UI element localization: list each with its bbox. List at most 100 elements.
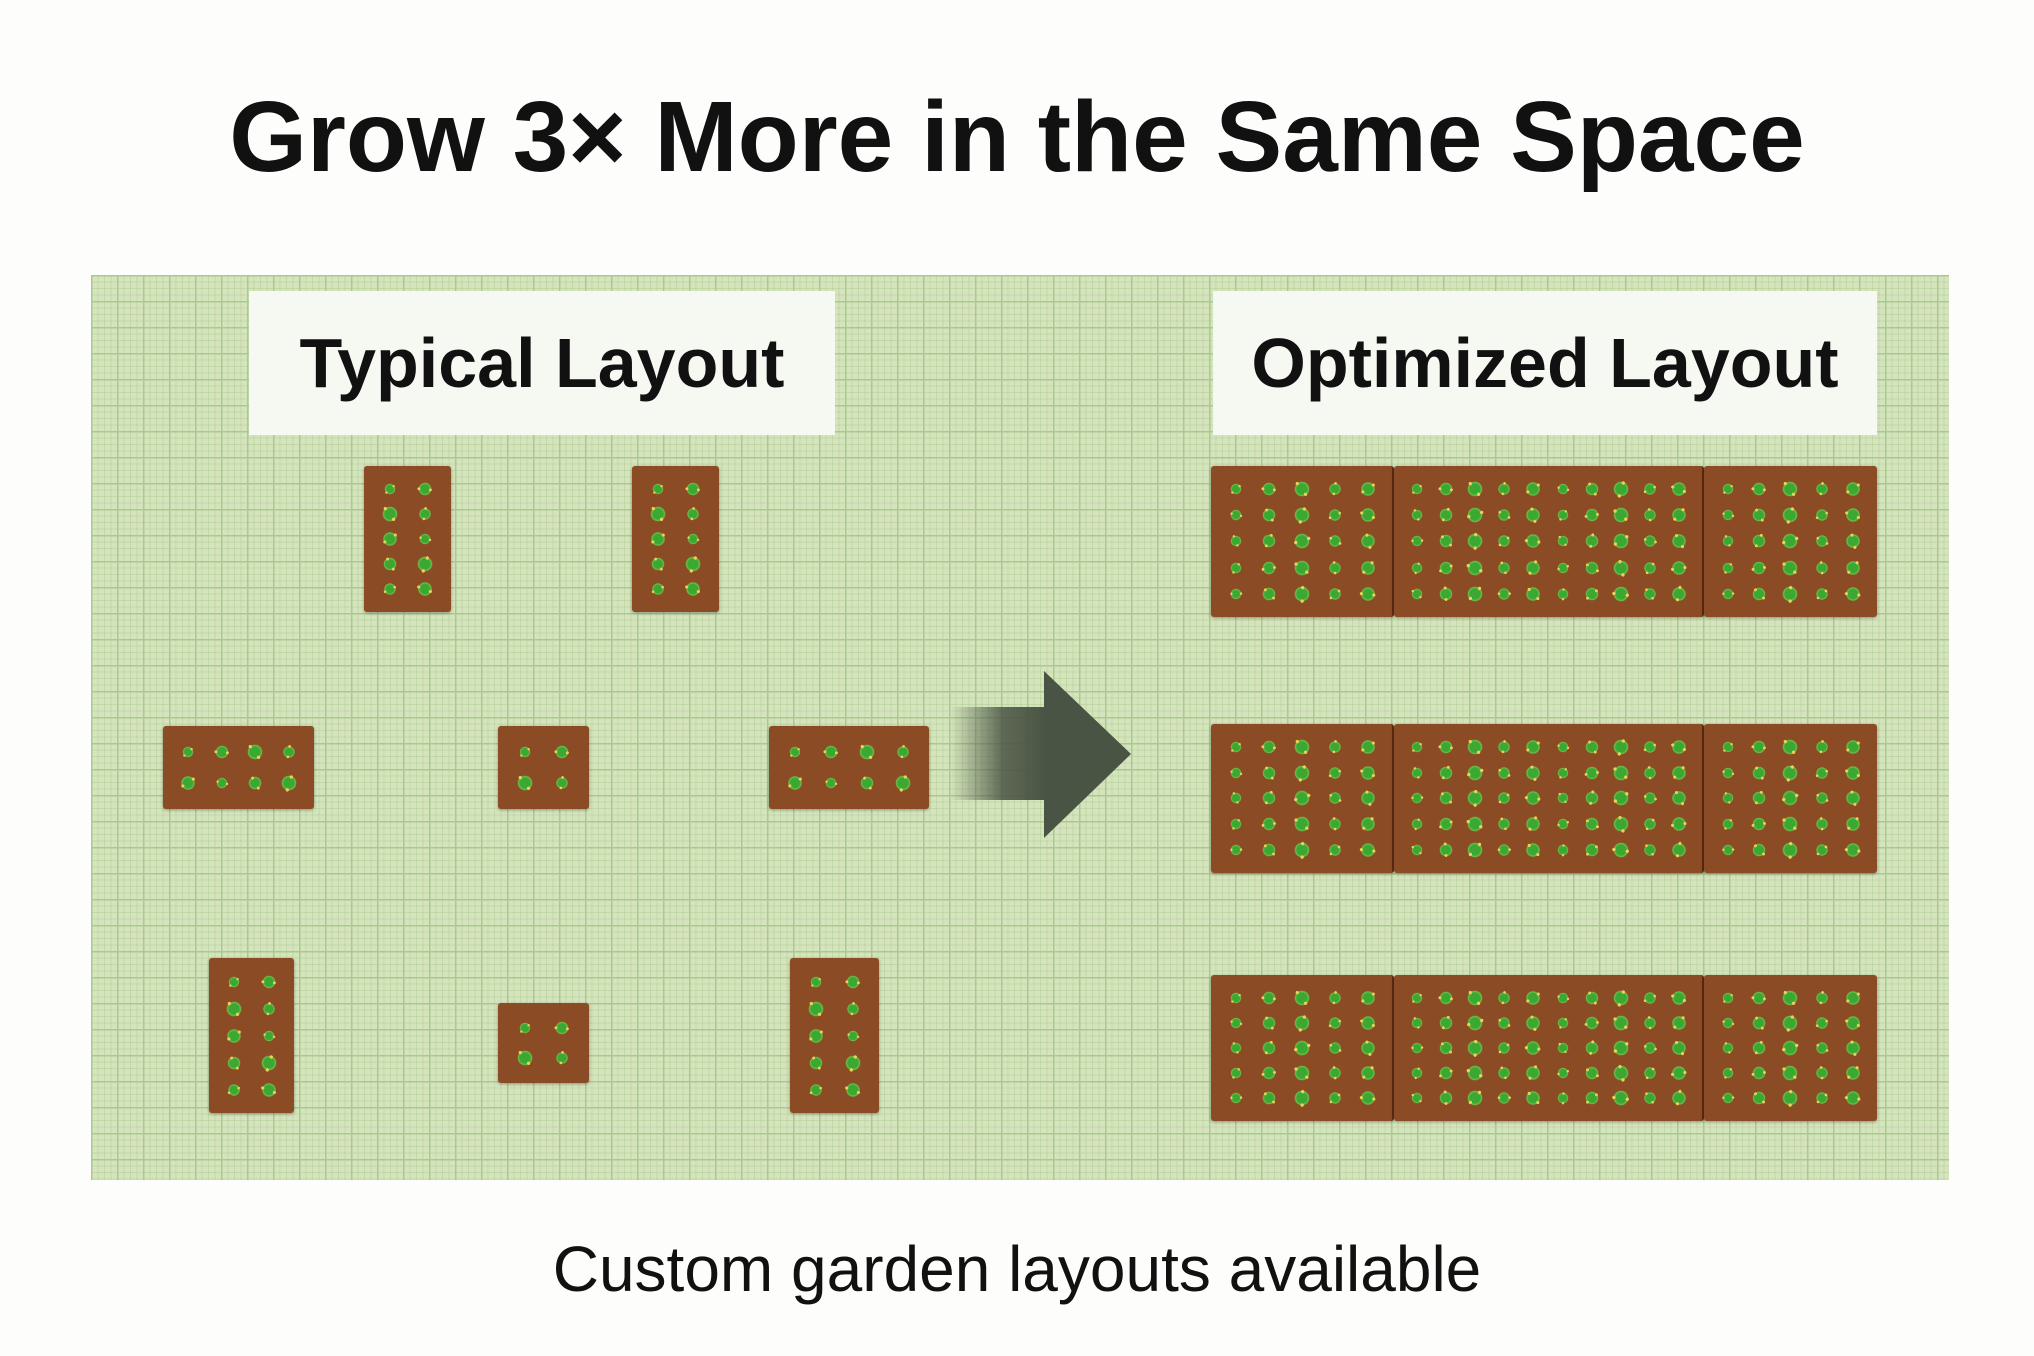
plant-icon	[1582, 506, 1602, 525]
plant-icon	[1719, 842, 1736, 858]
plant-icon	[1325, 480, 1344, 498]
plant-icon	[1779, 1012, 1802, 1034]
plant-icon	[1260, 507, 1277, 524]
plant-icon	[1496, 559, 1513, 576]
plant-icon	[1228, 560, 1243, 575]
plant-icon	[1293, 738, 1310, 756]
plant-icon	[1669, 557, 1690, 578]
plant-icon	[1438, 791, 1453, 806]
plant-icon	[1582, 1013, 1602, 1033]
plant-icon	[1814, 1015, 1830, 1031]
plant-icon	[1436, 506, 1455, 525]
plant-icon	[1437, 559, 1455, 577]
plant-icon	[1525, 586, 1541, 602]
plant-icon	[649, 530, 666, 548]
plant-icon	[821, 742, 841, 762]
plant-icon	[1815, 587, 1829, 601]
plant-icon	[1814, 507, 1830, 523]
plant-icon	[1227, 764, 1244, 781]
plant-icon	[682, 553, 705, 575]
plant-icon	[1750, 789, 1768, 808]
plant-icon	[1357, 1012, 1378, 1033]
plant-icon	[1438, 534, 1453, 549]
plant-icon	[1523, 814, 1543, 834]
optimized-bed-segment	[1394, 975, 1704, 1121]
plant-icon	[1259, 532, 1278, 551]
plant-icon	[1751, 1014, 1768, 1031]
subtitle: Custom garden layouts available	[552, 1233, 1482, 1305]
plant-icon	[1463, 787, 1487, 810]
plant-icon	[1719, 764, 1736, 781]
plant-icon	[1436, 840, 1456, 860]
plant-icon	[414, 553, 437, 575]
garden-bed	[632, 466, 719, 612]
plant-icon	[786, 775, 804, 792]
plant-icon	[1813, 988, 1831, 1007]
plant-icon	[1843, 1012, 1864, 1033]
plant-icon	[1842, 1088, 1864, 1109]
plant-icon	[1669, 737, 1690, 757]
plant-icon	[1609, 839, 1633, 862]
plant-icon	[1813, 480, 1831, 498]
plant-icon	[1359, 559, 1376, 576]
plant-icon	[1642, 1065, 1658, 1081]
plant-icon	[1292, 815, 1311, 834]
plant-icon	[1328, 1092, 1341, 1105]
plant-icon	[1290, 761, 1313, 784]
plant-icon	[1782, 738, 1799, 756]
plant-icon	[842, 1079, 863, 1100]
plant-icon	[1496, 1014, 1513, 1031]
plant-icon	[808, 1054, 825, 1071]
plant-icon	[1555, 1065, 1571, 1081]
plant-icon	[1671, 507, 1688, 524]
plant-icon	[1408, 533, 1425, 550]
plant-icon	[1228, 534, 1243, 549]
plant-icon	[1328, 587, 1341, 601]
plant-icon	[1720, 1066, 1735, 1081]
plant-icon	[1815, 1092, 1829, 1105]
plant-icon	[1781, 558, 1800, 577]
plant-icon	[1815, 843, 1829, 857]
plant-icon	[1610, 478, 1632, 500]
plant-icon	[1290, 504, 1313, 527]
plant-icon	[259, 972, 279, 991]
plant-icon	[1290, 582, 1313, 605]
plant-icon	[1523, 1012, 1544, 1033]
plant-icon	[1525, 738, 1542, 756]
optimized-bed-segment	[1211, 724, 1394, 873]
plant-icon	[1781, 1063, 1800, 1083]
plant-icon	[260, 1027, 277, 1044]
plant-icon	[1670, 532, 1689, 551]
plant-icon	[1749, 737, 1769, 757]
plant-icon	[225, 1000, 243, 1017]
optimized-bed-segment	[1211, 466, 1394, 617]
plant-icon	[1259, 558, 1278, 577]
plant-icon	[1779, 504, 1802, 527]
plant-icon	[823, 775, 839, 792]
plant-icon	[843, 972, 863, 991]
optimized-bed-segment	[1704, 975, 1877, 1121]
plant-icon	[1495, 585, 1513, 603]
plant-icon	[1436, 988, 1456, 1008]
plant-icon	[1750, 532, 1768, 551]
plant-icon	[1496, 764, 1513, 781]
optimized-bed-segment	[1394, 466, 1704, 617]
plant-icon	[1497, 792, 1511, 805]
plant-icon	[1291, 788, 1312, 809]
plant-icon	[1410, 991, 1423, 1004]
plant-icon	[1722, 741, 1734, 753]
plant-icon	[1845, 559, 1862, 576]
garden-bed	[163, 726, 314, 809]
plant-icon	[1259, 815, 1278, 834]
plant-icon	[650, 581, 666, 598]
plant-icon	[1814, 765, 1830, 781]
plant-icon	[1408, 816, 1425, 832]
plant-icon	[1670, 789, 1689, 808]
plant-icon	[1641, 1014, 1659, 1032]
plant-icon	[683, 579, 704, 600]
plant-icon	[1261, 586, 1276, 601]
plant-icon	[1583, 1064, 1601, 1082]
plant-icon	[1496, 816, 1513, 833]
plant-icon	[841, 1051, 864, 1074]
plant-icon	[1555, 1015, 1570, 1030]
